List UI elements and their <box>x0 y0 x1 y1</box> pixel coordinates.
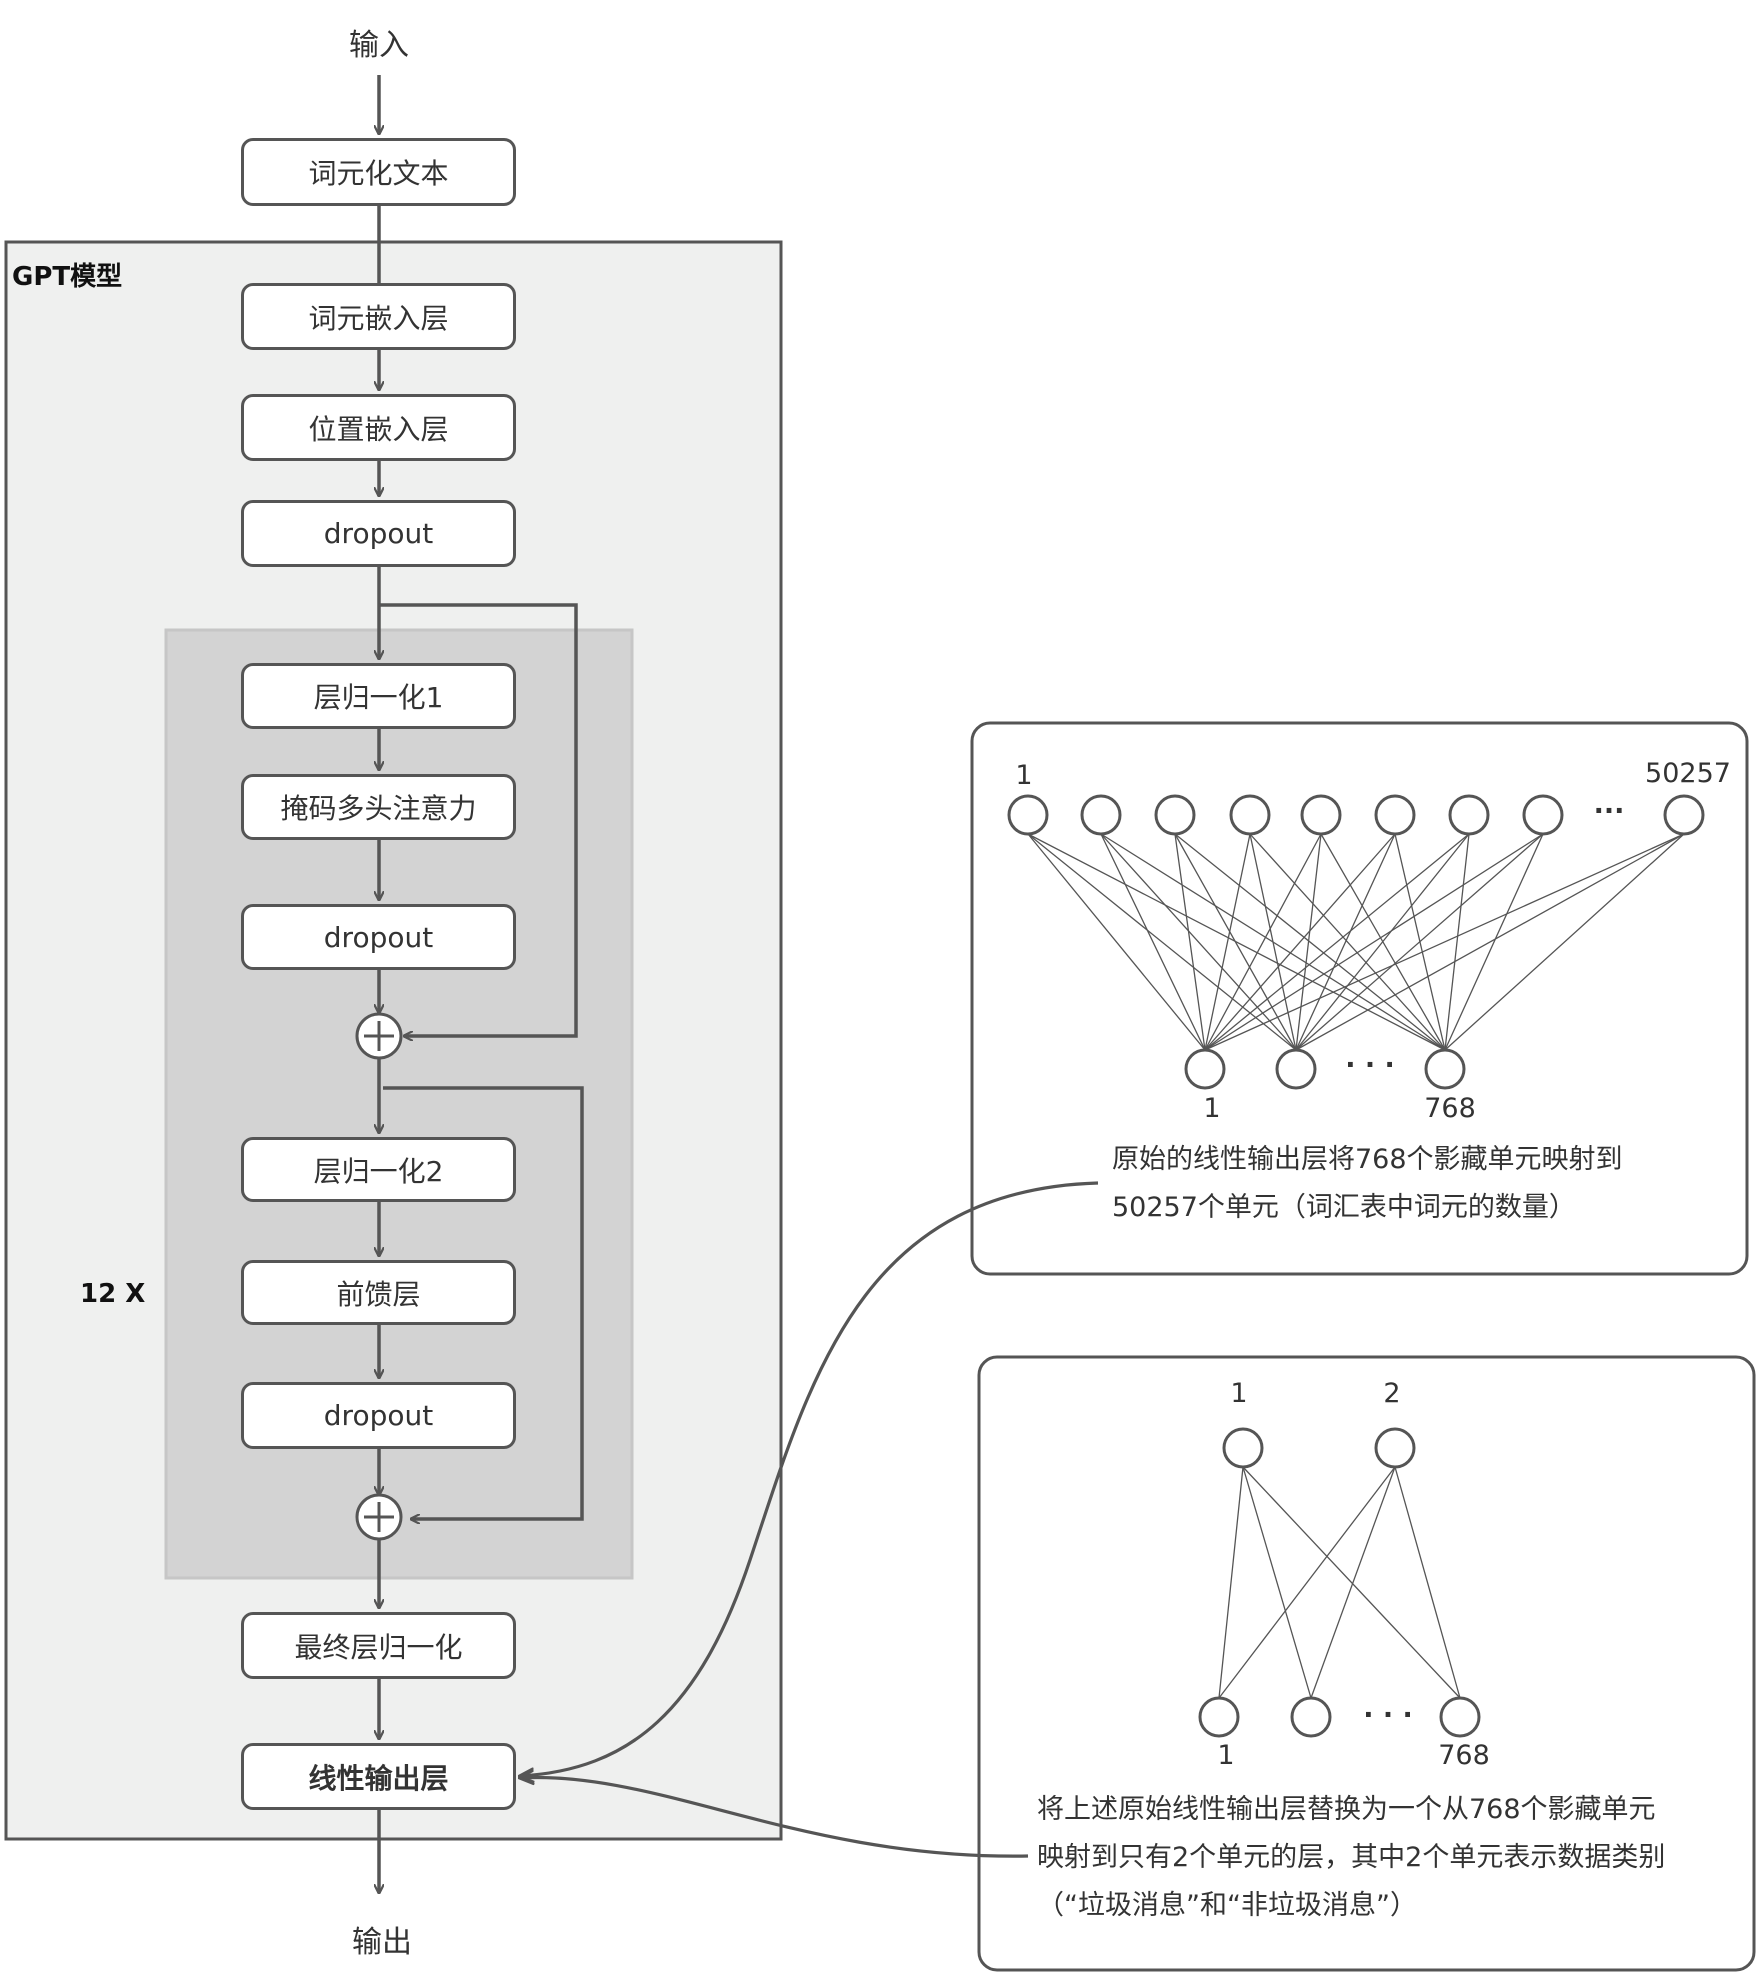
dropout-box-1: dropout <box>241 500 516 567</box>
connection-line <box>1295 833 1322 1051</box>
connection-line <box>1295 833 1685 1051</box>
original-panel-description-line2: 50257个单元（词汇表中词元的数量） <box>1112 1192 1576 1223</box>
connection-line <box>1204 833 1470 1051</box>
neuron-node <box>1374 794 1416 836</box>
connection-line <box>1295 833 1396 1051</box>
connection-line <box>1249 833 1446 1051</box>
residual-connection-2 <box>383 1086 584 1519</box>
new-panel-description-line3: （“垃圾消息”和“非垃圾消息”） <box>1037 1890 1417 1921</box>
connection-line <box>1295 833 1470 1051</box>
new-top-first-label: 1 <box>1230 1378 1248 1409</box>
original-top-first-label: 1 <box>1015 760 1033 791</box>
connection-line <box>1394 1466 1461 1699</box>
original-top-last-label: 50257 <box>1645 758 1731 789</box>
add-node-1 <box>355 1012 403 1060</box>
dropout-box-2: dropout <box>241 904 516 970</box>
position-embedding-box: 位置嵌入层 <box>241 394 516 461</box>
connection-line <box>1204 833 1396 1051</box>
connection-line <box>1444 833 1544 1051</box>
feed-forward-box: 前馈层 <box>241 1260 516 1325</box>
original-layer-neurons <box>1007 794 1705 1090</box>
gpt-model-title: GPT模型 <box>12 262 123 292</box>
masked-multihead-attention-box: 掩码多头注意力 <box>241 774 516 840</box>
connection-line <box>1242 1466 1461 1699</box>
neuron-node <box>1522 794 1564 836</box>
connection-line <box>1204 833 1685 1051</box>
connection-line <box>1204 833 1251 1051</box>
new-top-second-label: 2 <box>1383 1378 1401 1409</box>
new-bottom-first-label: 1 <box>1217 1740 1235 1771</box>
new-bottom-last-label: 768 <box>1438 1740 1490 1771</box>
connection-line <box>1174 833 1297 1051</box>
neuron-node <box>1275 1048 1317 1090</box>
neuron-node <box>1229 794 1271 836</box>
linear-output-layer-box: 线性输出层 <box>241 1743 516 1810</box>
add-node-2 <box>355 1493 403 1541</box>
connection-line <box>1444 833 1470 1051</box>
token-embedding-box: 词元嵌入层 <box>241 283 516 350</box>
original-panel-description-line1: 原始的线性输出层将768个影藏单元映射到 <box>1112 1144 1623 1175</box>
neuron-node <box>1663 794 1705 836</box>
connection-line <box>1174 833 1446 1051</box>
connection-line <box>1295 833 1544 1051</box>
connection-line <box>1027 833 1446 1051</box>
neuron-node <box>1007 794 1049 836</box>
connection-line <box>1218 1466 1244 1699</box>
new-panel-description-line2: 映射到只有2个单元的层，其中2个单元表示数据类别 <box>1037 1842 1666 1873</box>
neuron-node <box>1300 794 1342 836</box>
original-layer-connections <box>1027 833 1685 1051</box>
connection-line <box>1027 833 1297 1051</box>
output-label: 输出 <box>352 1925 412 1960</box>
connection-line <box>1204 833 1544 1051</box>
neuron-node <box>1184 1048 1226 1090</box>
connection-line <box>1100 833 1206 1051</box>
repeat-count-label: 12 X <box>80 1279 146 1309</box>
connection-line <box>1100 833 1297 1051</box>
pointer-from-original-panel <box>520 1181 1099 1776</box>
final-layer-norm-box: 最终层归一化 <box>241 1612 516 1679</box>
connection-line <box>1242 1466 1312 1699</box>
original-bottom-last-label: 768 <box>1424 1093 1476 1124</box>
tokenized-text-box: 词元化文本 <box>241 138 516 206</box>
neuron-node <box>1222 1427 1264 1469</box>
connection-line <box>1249 833 1297 1051</box>
layer-norm-1-box: 层归一化1 <box>241 663 516 729</box>
pointer-from-new-panel <box>520 1777 1029 1858</box>
neuron-node <box>1374 1427 1416 1469</box>
new-layer-connections <box>1218 1466 1461 1699</box>
neuron-node <box>1080 794 1122 836</box>
residual-connection-1 <box>379 603 578 1036</box>
connection-line <box>1218 1466 1396 1699</box>
original-bottom-first-label: 1 <box>1203 1093 1221 1124</box>
connection-line <box>1027 833 1206 1051</box>
connection-line <box>1444 833 1685 1051</box>
neuron-node <box>1424 1048 1466 1090</box>
neuron-node <box>1154 794 1196 836</box>
new-panel-description-line1: 将上述原始线性输出层替换为一个从768个影藏单元 <box>1037 1794 1656 1825</box>
connection-line <box>1174 833 1206 1051</box>
connection-line <box>1204 833 1322 1051</box>
original-bottom-ellipsis: · · · <box>1345 1050 1395 1081</box>
input-label: 输入 <box>349 28 409 63</box>
neuron-node <box>1198 1696 1240 1738</box>
dropout-box-3: dropout <box>241 1382 516 1449</box>
new-output-panel <box>977 1355 1756 1972</box>
new-layer-neurons <box>1198 1427 1481 1738</box>
original-output-panel <box>970 721 1749 1276</box>
new-bottom-ellipsis: · · · <box>1363 1700 1413 1731</box>
neuron-node <box>1439 1696 1481 1738</box>
neuron-node <box>1290 1696 1332 1738</box>
original-top-ellipsis: ··· <box>1593 796 1625 827</box>
connection-line <box>1310 1466 1396 1699</box>
neuron-node <box>1448 794 1490 836</box>
layer-norm-2-box: 层归一化2 <box>241 1137 516 1202</box>
